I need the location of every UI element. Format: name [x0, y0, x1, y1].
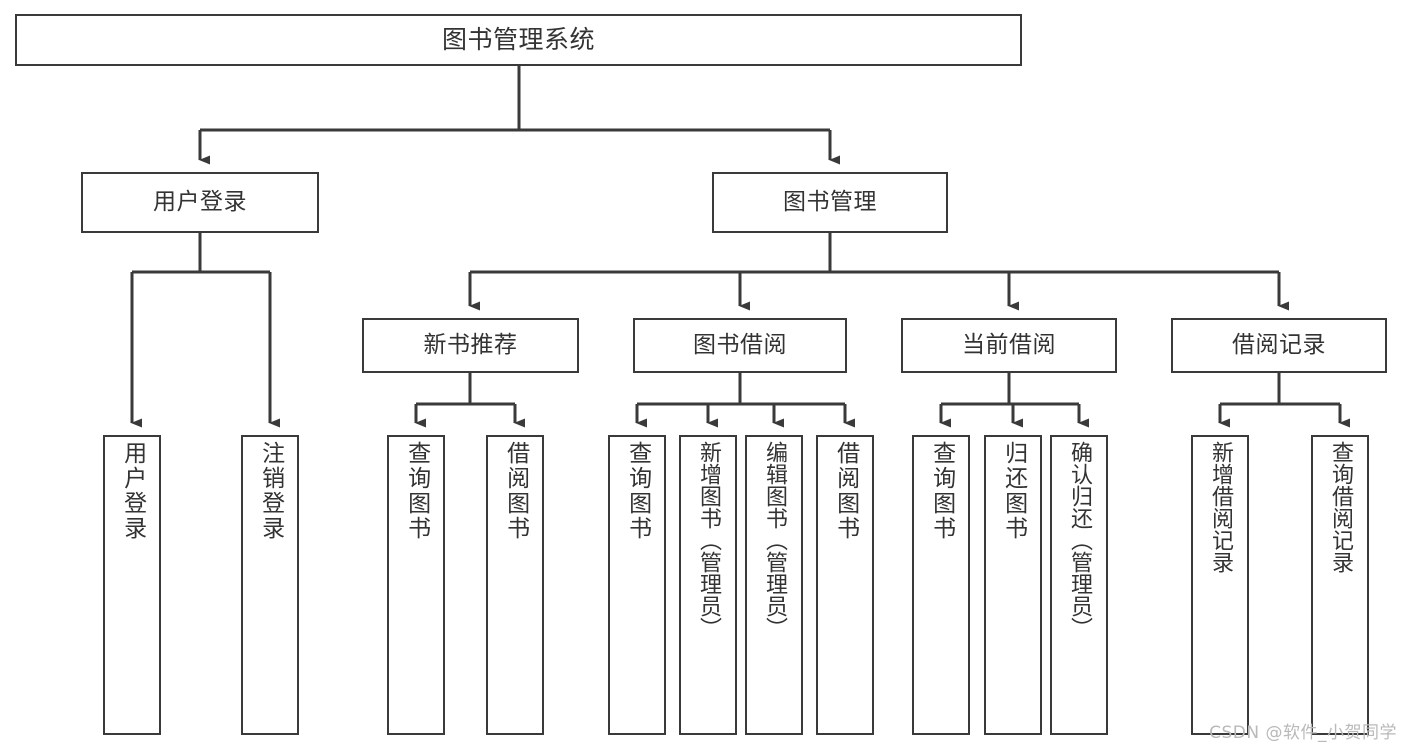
node-leaf-user-login[interactable]: 用户登录 — [103, 435, 161, 735]
node-leaf-user-login-label: 用户登录 — [119, 441, 146, 541]
node-leaf-br-add-label: 新增借阅记录 — [1207, 441, 1233, 573]
node-leaf-bb-borrow[interactable]: 借阅图书 — [816, 435, 874, 735]
node-leaf-bb-borrow-label: 借阅图书 — [832, 441, 859, 541]
node-leaf-bb-edit-label: 编辑图书（管理员） — [761, 441, 787, 639]
node-leaf-bb-edit[interactable]: 编辑图书（管理员） — [745, 435, 803, 735]
node-leaf-nbr-borrow[interactable]: 借阅图书 — [486, 435, 544, 735]
node-leaf-br-query-label: 查询借阅记录 — [1327, 441, 1353, 573]
node-leaf-cb-confirm[interactable]: 确认归还（管理员） — [1050, 435, 1108, 735]
node-user-login[interactable]: 用户登录 — [81, 172, 319, 233]
node-current-borrow[interactable]: 当前借阅 — [901, 318, 1117, 373]
node-borrow-record[interactable]: 借阅记录 — [1171, 318, 1387, 373]
node-book-manage-label: 图书管理 — [783, 189, 877, 216]
node-borrow-record-label: 借阅记录 — [1232, 332, 1326, 359]
node-root-system[interactable]: 图书管理系统 — [15, 14, 1022, 66]
node-book-manage[interactable]: 图书管理 — [712, 172, 948, 233]
node-new-book-rec-label: 新书推荐 — [423, 332, 518, 359]
node-root-system-label: 图书管理系统 — [441, 24, 595, 54]
node-leaf-bb-add[interactable]: 新增图书（管理员） — [679, 435, 737, 735]
node-leaf-bb-query-label: 查询图书 — [624, 441, 651, 541]
node-leaf-br-add[interactable]: 新增借阅记录 — [1191, 435, 1249, 735]
node-leaf-cb-confirm-label: 确认归还（管理员） — [1066, 441, 1092, 639]
node-leaf-br-query[interactable]: 查询借阅记录 — [1311, 435, 1369, 735]
node-leaf-nbr-query[interactable]: 查询图书 — [387, 435, 445, 735]
csdn-watermark: CSDN @软件_小贺同学 — [1209, 723, 1397, 743]
node-new-book-rec[interactable]: 新书推荐 — [362, 318, 579, 373]
node-book-borrow-label: 图书借阅 — [693, 332, 787, 359]
node-leaf-cb-query-label: 查询图书 — [928, 441, 955, 541]
node-leaf-logout-label: 注销登录 — [257, 441, 284, 541]
node-leaf-nbr-query-label: 查询图书 — [403, 441, 430, 541]
node-leaf-cb-return-label: 归还图书 — [1000, 441, 1027, 541]
node-current-borrow-label: 当前借阅 — [962, 332, 1056, 359]
node-leaf-bb-query[interactable]: 查询图书 — [608, 435, 666, 735]
node-leaf-nbr-borrow-label: 借阅图书 — [502, 441, 529, 541]
node-leaf-cb-return[interactable]: 归还图书 — [984, 435, 1042, 735]
node-user-login-label: 用户登录 — [153, 189, 247, 216]
node-leaf-bb-add-label: 新增图书（管理员） — [695, 441, 721, 639]
node-leaf-logout[interactable]: 注销登录 — [241, 435, 299, 735]
node-leaf-cb-query[interactable]: 查询图书 — [912, 435, 970, 735]
node-book-borrow[interactable]: 图书借阅 — [633, 318, 847, 373]
